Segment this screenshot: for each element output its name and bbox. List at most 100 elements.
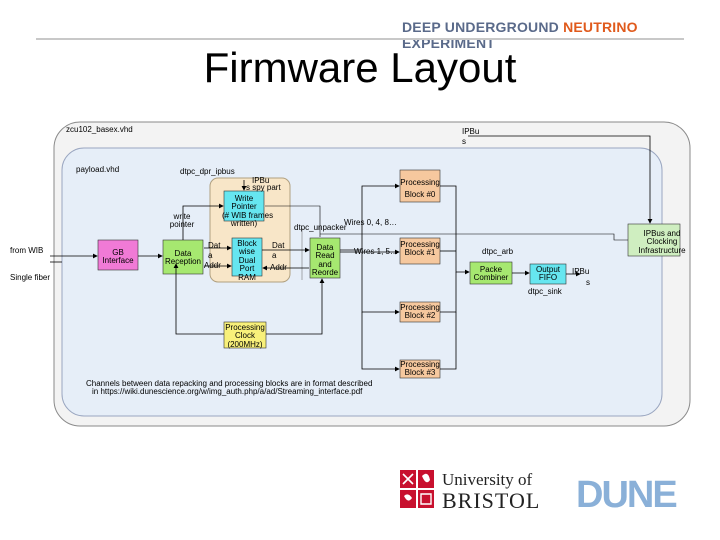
bristol-line-1: University of <box>442 470 533 489</box>
infra-line-1: IPBus and <box>643 229 681 238</box>
dpr-ipbus-label-1: IPBu <box>252 176 270 185</box>
infra-line-2: Clocking <box>646 237 678 247</box>
dpr-dat-right: Dat <box>272 241 285 250</box>
ram-line-2: wise <box>238 247 255 257</box>
fifo-line-2: FIFO <box>538 273 558 283</box>
proc1-line-1: Processing <box>400 240 440 249</box>
dune-logo-text: DUNE <box>576 474 678 516</box>
note-line-1: Channels between data repacking and proc… <box>86 379 373 388</box>
write-pointer-line-4: written) <box>230 219 258 229</box>
payload-module-label: payload.vhd <box>76 165 120 174</box>
reorder-line-3: and <box>318 259 332 269</box>
arrow-reception-to-pointer <box>182 203 224 240</box>
bristol-line-2: BRISTOL <box>442 488 541 513</box>
arrow-clock-to-reception <box>173 263 224 335</box>
data-reception-block <box>162 239 204 275</box>
read-reorder-block <box>309 237 341 279</box>
unpacker-label: dtpc_unpacker <box>294 223 347 232</box>
ram-line-4: Port <box>239 264 255 274</box>
processing-block-2-text: Processing Block #2 <box>394 303 446 321</box>
wires-top-label: Wires 0, 4, 8… <box>344 218 397 227</box>
processing-clock-block <box>223 321 267 349</box>
combiner-line-2: Combiner <box>473 273 509 283</box>
ipbus-top-label-1: IPBu <box>462 127 480 136</box>
wires-mid-label: Wires 1, 5… <box>354 247 399 256</box>
proc3-line-2: Block #3 <box>404 368 436 378</box>
proc2-line-1: Processing <box>400 303 440 312</box>
read-reorder-text: Data Read and Reorde <box>306 243 344 278</box>
note-line-2: in https://wiki.dunescience.org/w/img_au… <box>92 387 363 396</box>
line-proc3-to-arb <box>440 312 457 370</box>
proc2-line-2: Block #2 <box>404 311 436 321</box>
packet-combiner-text: Packe Combiner <box>466 265 516 283</box>
processing-block-3-text: Processing Block #3 <box>394 360 446 378</box>
dpr-a-left: a <box>208 251 213 260</box>
ram-line-5: RAM <box>238 272 256 282</box>
ipbus-out-line-1: IPBu <box>572 267 590 276</box>
ipbus-out-line-2: s <box>586 278 590 287</box>
dpr-module-label: dtpc_dpr_ipbus <box>180 167 235 176</box>
gb-line-2: Interface <box>102 256 134 266</box>
write-pointer-side-line-2: pointer <box>169 220 195 230</box>
page-title: Firmware Layout <box>203 44 517 91</box>
arb-label: dtpc_arb <box>482 247 514 256</box>
gb-line-1: GB <box>112 248 124 257</box>
fifo-line-1: Output <box>535 265 560 274</box>
processing-block-1-text: Processing Block #1 <box>394 240 446 258</box>
line-infra-to-payload <box>320 233 628 241</box>
write-pointer-side-line-1: write <box>173 212 191 221</box>
arrow-reorder-to-proc3 <box>361 312 400 372</box>
proc0-line-1: Processing <box>400 178 440 187</box>
reception-line-2: Reception <box>164 257 202 267</box>
proc1-line-2: Block #1 <box>404 248 436 258</box>
dpr-dat-left: Dat <box>208 241 221 250</box>
write-pointer-side-label: write pointer <box>164 212 200 230</box>
clock-line-1: Processing <box>225 323 265 332</box>
processing-block-0 <box>399 169 441 203</box>
gb-interface-block <box>97 239 139 271</box>
arrow-clock-to-reorder <box>266 278 325 335</box>
reorder-line-1: Data <box>316 243 334 252</box>
dual-port-ram-block <box>231 237 263 277</box>
reorder-line-2: Read <box>315 251 335 261</box>
write-pointer-line-2: Pointer <box>231 202 257 212</box>
dual-port-ram-text: Block wise Dual Port RAM <box>230 239 264 282</box>
infra-line-3: Infrastructure <box>638 245 686 255</box>
processing-block-1 <box>399 237 441 265</box>
ipbus-clocking-text: IPBus and Clocking Infrastructure <box>632 229 692 255</box>
gb-interface-text: GB Interface <box>98 248 138 266</box>
output-fifo-text: Output FIFO <box>528 265 568 283</box>
write-pointer-line-1: Write <box>234 194 254 203</box>
dpr-a-right: a <box>272 251 277 260</box>
ram-line-3: Dual <box>238 255 256 265</box>
line-pointer-to-reorder <box>265 205 321 237</box>
arrow-reorder-to-proc0 <box>340 183 400 251</box>
write-pointer-block <box>223 190 265 222</box>
logo-text-deep: DEEP UNDERGROUND <box>402 19 564 35</box>
dune-logo: DUNE <box>576 474 686 516</box>
ipbus-top-label-2: s <box>462 137 466 146</box>
dpr-addr-right: Addr <box>270 263 287 272</box>
combiner-line-1: Packe <box>479 265 503 274</box>
reception-line-1: Data <box>174 249 192 258</box>
clock-line-2: Clock <box>234 331 255 341</box>
outer-module-label: zcu102_basex.vhd <box>66 125 133 134</box>
single-fiber-label: Single fiber <box>10 273 51 282</box>
processing-clock-text: Processing Clock (200MHz) <box>220 323 270 349</box>
data-reception-text: Data Reception <box>158 249 208 267</box>
header-rule <box>36 38 684 40</box>
ram-line-1: Block <box>237 239 257 248</box>
dpr-addr-left: Addr <box>204 261 221 270</box>
processing-block-0-text: Processing Block #0 <box>394 178 446 200</box>
from-wib-label: from WIB <box>10 246 44 255</box>
bristol-crest-icon <box>400 470 434 508</box>
clock-line-3: (200MHz) <box>227 339 263 349</box>
reorder-line-4: Reorde <box>311 268 339 278</box>
dpr-ipbus-label-2: s spy part <box>246 183 281 192</box>
arrow-proc-to-arb <box>440 185 470 275</box>
arrow-ipbus-to-infra <box>468 135 653 224</box>
write-pointer-text: Write Pointer (# WIB frames written) <box>222 194 273 229</box>
sink-label: dtpc_sink <box>528 287 562 296</box>
bristol-logo: University of BRISTOL <box>398 466 558 514</box>
